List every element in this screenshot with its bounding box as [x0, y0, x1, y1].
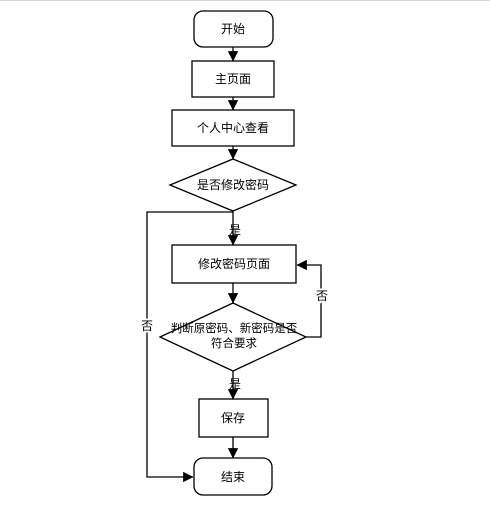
modify-no-label: 否	[141, 319, 153, 333]
start-terminal	[193, 10, 274, 48]
modify-password-decision-label: 是否修改密码	[197, 177, 269, 192]
edge-decision-no-to-end	[146, 211, 233, 483]
verify-yes-label: 是	[229, 377, 241, 391]
verify-decision-label-line1: 判断原密码、新密码是否	[171, 321, 298, 335]
home-page-box	[191, 60, 275, 98]
modify-password-decision	[168, 158, 298, 212]
end-terminal	[193, 457, 273, 496]
save-box	[198, 398, 269, 438]
modify-password-page-box	[171, 244, 297, 284]
start-label: 开始	[221, 22, 245, 36]
personal-center-label: 个人中心查看	[197, 120, 269, 135]
verify-decision-label-line2: 符合要求	[211, 336, 257, 350]
save-label: 保存	[221, 411, 245, 425]
verify-no-label: 否	[316, 289, 328, 303]
edge-verify-no-loop	[296, 259, 322, 338]
modify-yes-label: 是	[229, 223, 241, 237]
top-border-line	[0, 0, 490, 1]
personal-center-box	[171, 109, 295, 147]
verify-password-decision	[158, 302, 308, 372]
modify-password-page-label: 修改密码页面	[198, 256, 270, 271]
end-label: 结束	[221, 470, 245, 484]
home-page-label: 主页面	[215, 72, 251, 86]
